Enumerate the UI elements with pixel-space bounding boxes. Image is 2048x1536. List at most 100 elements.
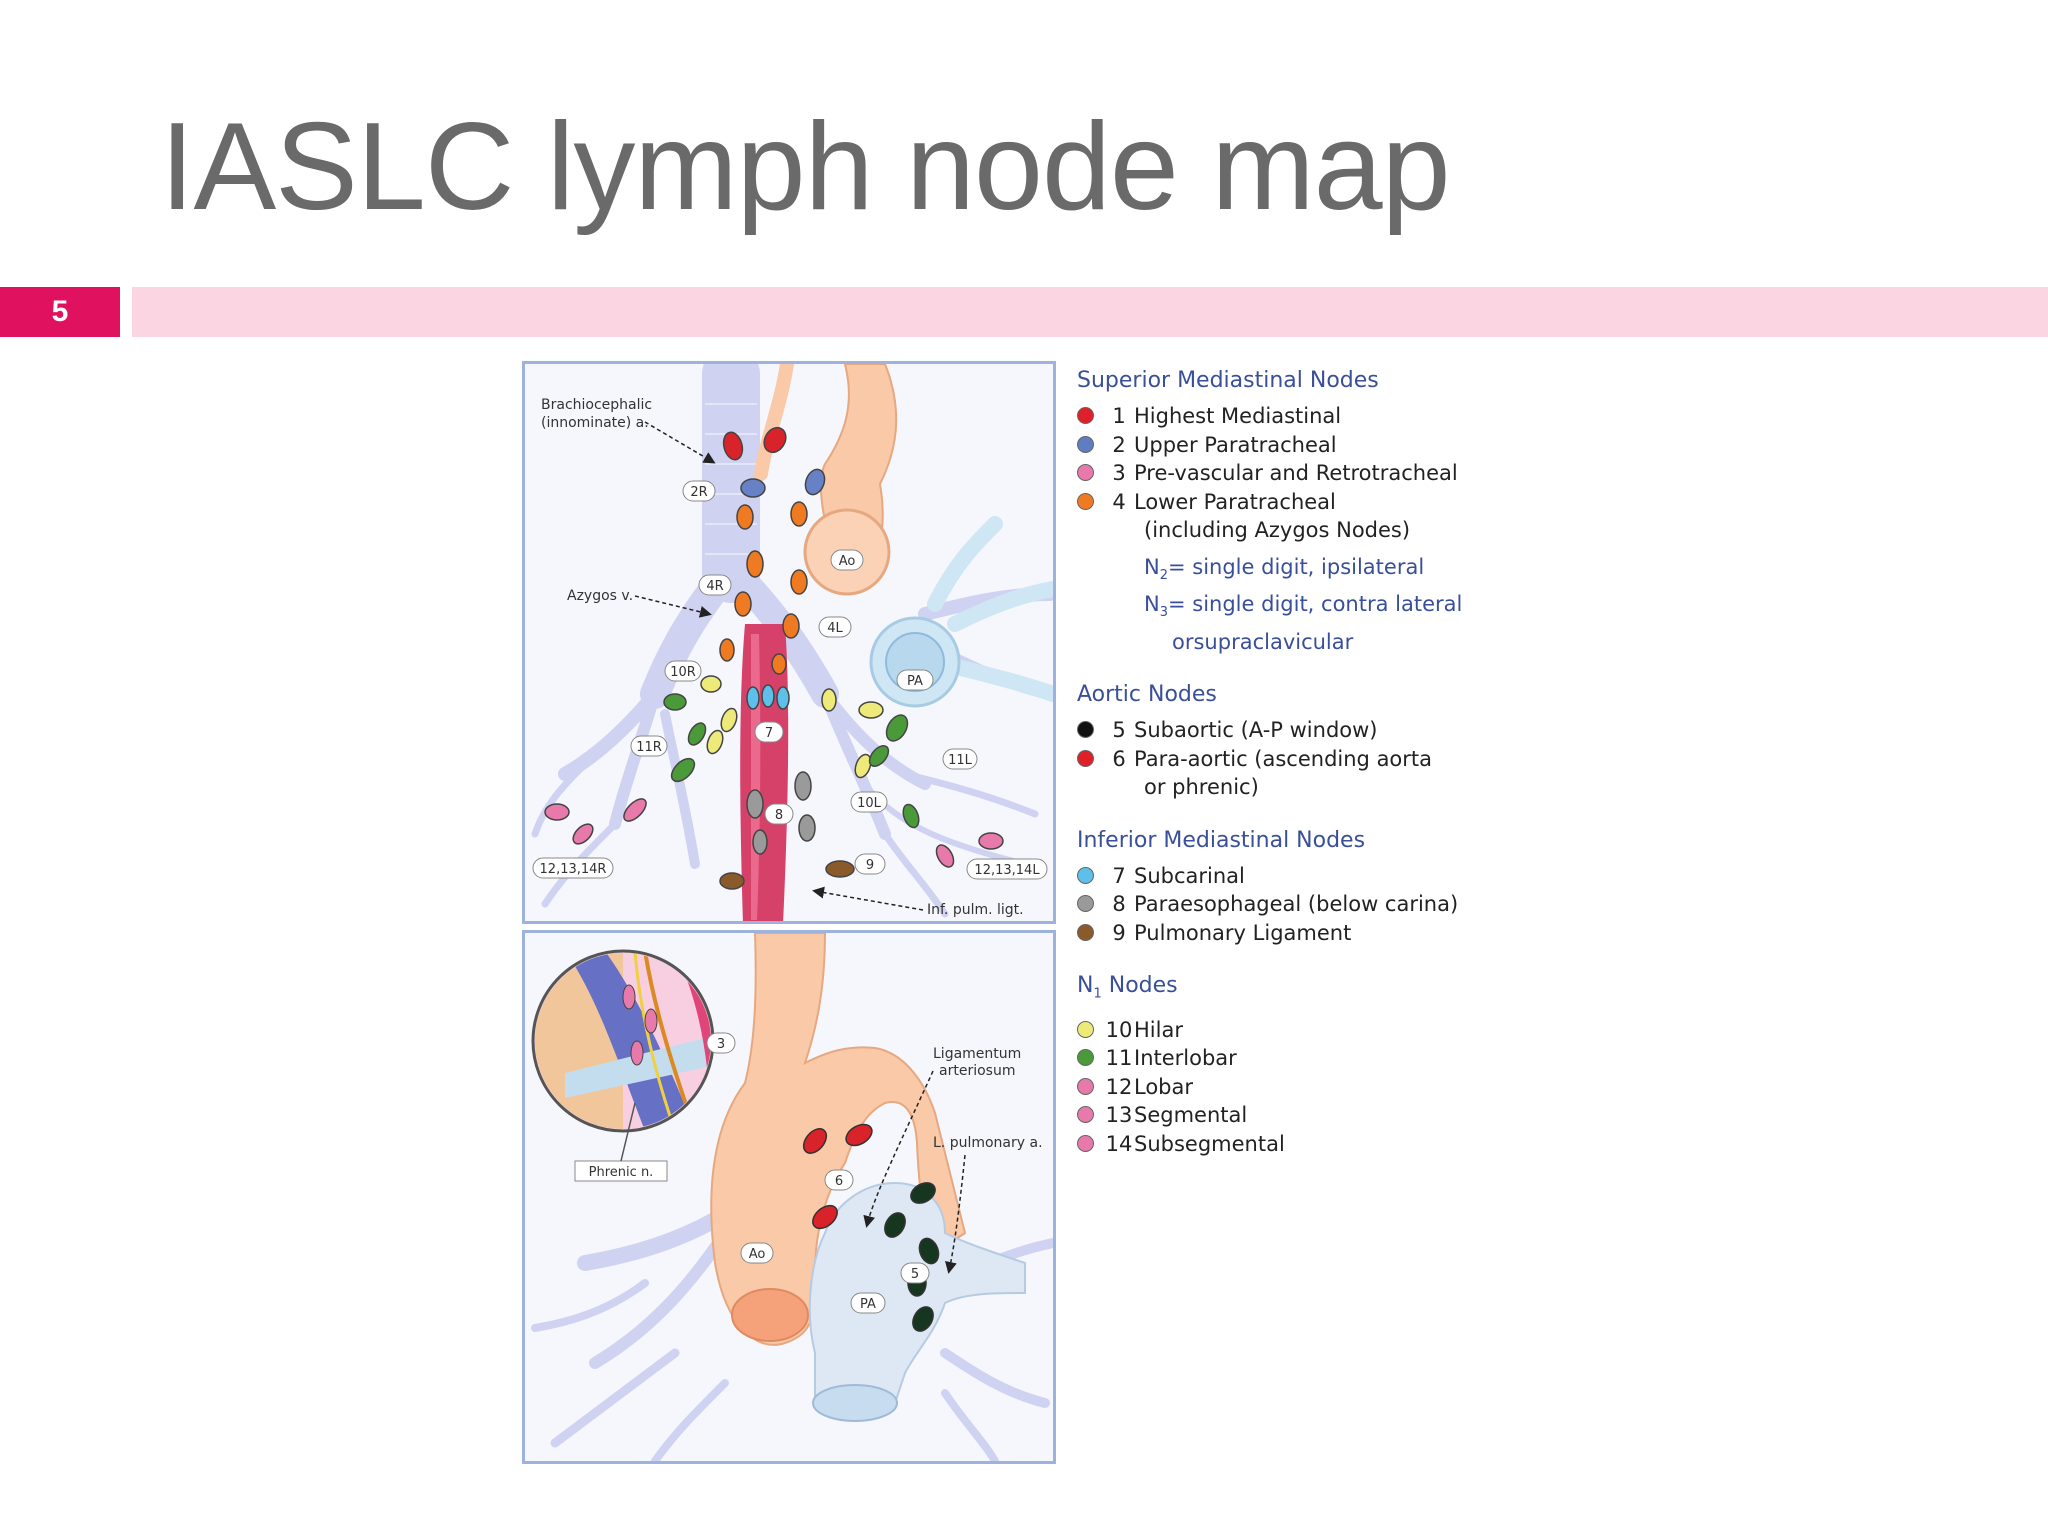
tag-12-13-14L: 12,13,14L <box>974 863 1040 878</box>
legend-item: 1 Highest Mediastinal <box>1077 402 1527 431</box>
tag-PA: PA <box>907 674 923 689</box>
tag-Ao: Ao <box>749 1247 766 1262</box>
l-pulmonary-label: L. pulmonary a. <box>933 1135 1043 1151</box>
legend-station-number: 13 <box>1105 1103 1133 1128</box>
legend-n-classification-note: N2= single digit, ipsilateral N3= single… <box>1077 553 1527 657</box>
legend-station-number: 6 <box>1112 746 1126 771</box>
ligamentum-label-line2: arteriosum <box>939 1063 1015 1079</box>
legend-station-label: Interlobar <box>1134 1046 1237 1071</box>
legend-color-swatch <box>1077 1134 1094 1152</box>
legend-station-label: Subaortic (A-P window) <box>1134 718 1378 743</box>
legend-color-swatch <box>1077 464 1094 481</box>
legend-station-label: Lower Paratracheal <box>1134 489 1336 514</box>
tag-4R: 4R <box>706 579 723 594</box>
legend-color-swatch <box>1077 492 1094 510</box>
legend-station-label: Paraesophageal (below carina) <box>1134 892 1459 917</box>
tag-8: 8 <box>775 808 783 823</box>
n2-note: N2= single digit, ipsilateral <box>1144 554 1425 583</box>
legend-station-number: 12 <box>1105 1074 1133 1099</box>
bronchial-tree <box>531 364 1053 918</box>
legend-item: 5 Subaortic (A-P window) <box>1077 716 1527 745</box>
legend-color-swatch <box>1077 1077 1094 1095</box>
legend-color-swatch <box>1077 407 1094 424</box>
tag-12-13-14R: 12,13,14R <box>540 862 607 877</box>
legend-heading-superior: Superior Mediastinal Nodes <box>1077 368 1379 393</box>
legend-station-label: Subsegmental <box>1134 1131 1285 1156</box>
legend-station-number: 2 <box>1112 432 1126 457</box>
legend-station-label: Highest Mediastinal <box>1134 404 1342 428</box>
legend-color-swatch <box>1077 749 1094 767</box>
station-tags: 2R 4R 10R 11R 12,13,14R Ao 4L PA 7 8 10L… <box>532 480 1048 880</box>
legend-station-number: 11 <box>1105 1046 1133 1071</box>
legend-station-label: Pulmonary Ligament <box>1134 920 1352 945</box>
tag-11R: 11R <box>636 740 662 755</box>
legend-color-swatch <box>1077 1049 1094 1067</box>
legend-item: 3 Pre-vascular and Retrotracheal <box>1077 459 1527 488</box>
legend-station-label: Subcarinal <box>1134 863 1245 888</box>
n3-note-line2: orsupraclavicular <box>1172 629 1354 654</box>
legend-superior-continuation: (including Azygos Nodes) <box>1144 518 1411 542</box>
tag-4L: 4L <box>827 621 843 636</box>
ligamentum-label: Ligamentum <box>933 1046 1021 1062</box>
tag-2R: 2R <box>690 485 707 500</box>
magnified-inset <box>531 949 715 1133</box>
lymph-nodes <box>544 426 1004 890</box>
legend-station-label: Lobar <box>1134 1074 1194 1099</box>
tag-PA: PA <box>860 1297 876 1312</box>
legend-aortic-continuation: or phrenic) <box>1144 775 1259 800</box>
legend-station-label: Segmental <box>1134 1103 1248 1128</box>
brachiocephalic-label: Brachiocephalic <box>541 397 652 413</box>
legend-color-swatch <box>1077 1020 1094 1038</box>
brachiocephalic-artery <box>754 364 794 481</box>
azygos-label: Azygos v. <box>567 588 633 604</box>
aortic-nodes-illustration: Ligamentum arteriosum L. pulmonary a. Ph… <box>531 933 1053 1461</box>
legend-item: 9 Pulmonary Ligament <box>1077 919 1527 948</box>
legend-station-label: Hilar <box>1134 1017 1183 1042</box>
legend-heading-aortic: Aortic Nodes <box>1077 682 1217 708</box>
tag-7: 7 <box>765 726 773 741</box>
mediastinal-map-illustration: Brachiocephalic (innominate) a. Azygos v… <box>531 364 1053 921</box>
title-divider-band <box>132 287 2048 337</box>
legend-station-number: 4 <box>1112 489 1126 514</box>
n3-note: N3= single digit, contra lateral <box>1144 592 1463 621</box>
tag-5: 5 <box>911 1267 919 1282</box>
brachiocephalic-label-line2: (innominate) a. <box>541 415 649 431</box>
legend-station-number: 7 <box>1112 863 1126 888</box>
phrenic-label: Phrenic n. <box>589 1165 654 1180</box>
inf-pulm-ligt-label: Inf. pulm. ligt. <box>927 902 1024 918</box>
aortic-nodes-diagram: Ligamentum arteriosum L. pulmonary a. Ph… <box>522 930 1056 1464</box>
legend-station-label: Pre-vascular and Retrotracheal <box>1134 461 1458 485</box>
legend-color-swatch <box>1077 435 1094 453</box>
tag-11L: 11L <box>948 753 973 768</box>
aortic-arch-bottom <box>710 933 967 1346</box>
aorta-opening <box>731 1288 809 1342</box>
node-station-legend: Superior Mediastinal Nodes 1 Highest Medi… <box>1077 364 1527 1180</box>
legend-station-number: 10 <box>1105 1017 1133 1042</box>
legend-item: 4 Lower Paratracheal <box>1077 488 1527 517</box>
legend-station-number: 9 <box>1112 920 1126 945</box>
legend-color-swatch <box>1077 866 1094 884</box>
legend-station-number: 3 <box>1112 461 1126 485</box>
legend-station-number: 5 <box>1112 718 1126 743</box>
legend-color-swatch <box>1077 895 1094 913</box>
tag-10R: 10R <box>670 665 696 680</box>
legend-station-number: 1 <box>1112 404 1126 428</box>
station-tags-bottom: 3 6 Ao 5 PA <box>706 1032 930 1314</box>
legend-heading-n1: N1 Nodes <box>1077 973 1178 1002</box>
legend-color-swatch <box>1077 1106 1094 1124</box>
